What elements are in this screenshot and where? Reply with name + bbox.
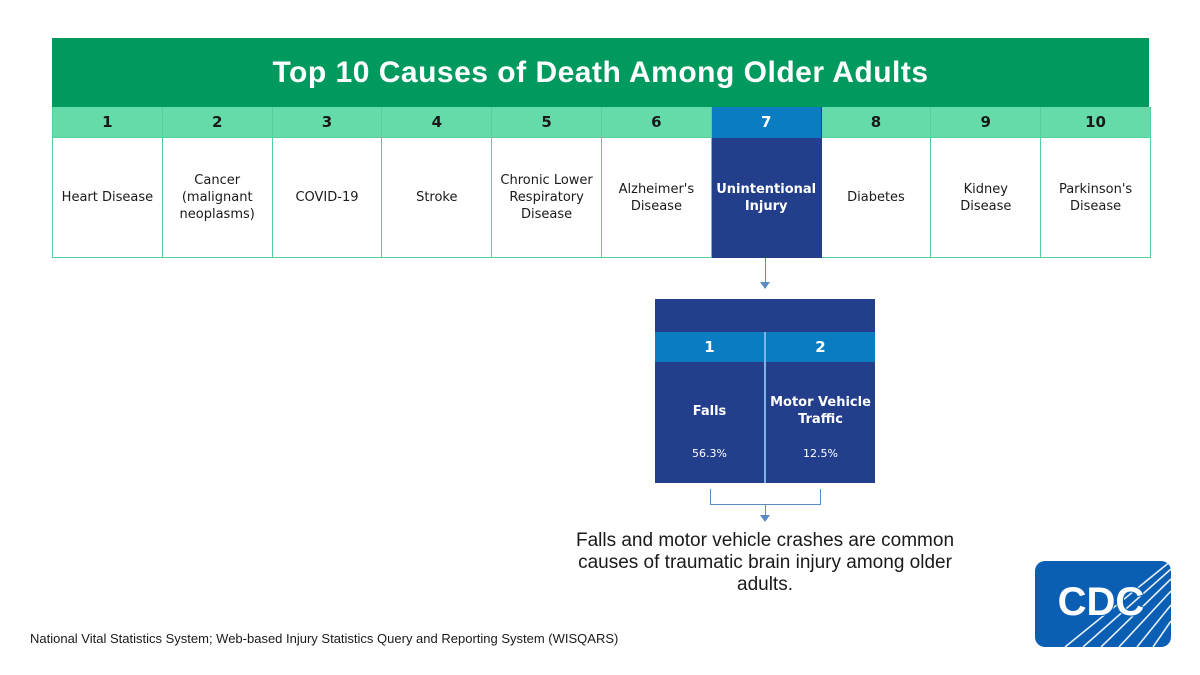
cause-column: 3 COVID-19 bbox=[272, 107, 383, 258]
breakdown-cells: Falls 56.3% Motor Vehicle Traffic 12.5% bbox=[655, 362, 875, 483]
cause-name: Chronic Lower Respiratory Disease bbox=[492, 138, 601, 258]
cause-rank: 4 bbox=[382, 107, 492, 138]
breakdown-name: Falls bbox=[692, 403, 727, 419]
cause-name: Parkinson's Disease bbox=[1041, 138, 1150, 258]
causes-grid: 1 Heart Disease 2 Cancer (malignant neop… bbox=[52, 107, 1151, 258]
breakdown-rank: 2 bbox=[815, 338, 826, 356]
breakdown-name: Motor Vehicle Traffic bbox=[770, 395, 871, 427]
cause-rank: 5 bbox=[492, 107, 601, 138]
cause-column: 10 Parkinson's Disease bbox=[1041, 107, 1151, 258]
breakdown-percent: 12.5% bbox=[803, 447, 838, 460]
cause-name: Unintentional Injury bbox=[711, 138, 821, 258]
cause-column: 1 Heart Disease bbox=[53, 107, 163, 258]
breakdown-ranks: 1 2 bbox=[655, 332, 875, 362]
cause-name: Diabetes bbox=[821, 138, 931, 258]
cause-rank: 1 bbox=[53, 107, 162, 138]
breakdown-rank: 1 bbox=[655, 332, 766, 362]
page-title: Top 10 Causes of Death Among Older Adult… bbox=[52, 38, 1149, 107]
breakdown-cell-motor-vehicle: Motor Vehicle Traffic 12.5% bbox=[766, 362, 875, 483]
cause-column: 2 Cancer (malignant neoplasms) bbox=[162, 107, 273, 258]
cdc-logo: CDC bbox=[1035, 561, 1171, 647]
breakdown-percent: 56.3% bbox=[692, 447, 727, 460]
injury-breakdown-box: 1 2 Falls 56.3% Motor Vehicle Traffic 12… bbox=[655, 299, 875, 483]
cause-name: Kidney Disease bbox=[931, 138, 1041, 258]
cause-column: 9 Kidney Disease bbox=[931, 107, 1042, 258]
source-citation: National Vital Statistics System; Web-ba… bbox=[30, 631, 619, 646]
cause-rank: 10 bbox=[1041, 107, 1150, 138]
cause-column: 6 Alzheimer's Disease bbox=[601, 107, 712, 258]
connector-line bbox=[765, 258, 766, 282]
svg-text:CDC: CDC bbox=[1058, 580, 1145, 624]
cause-column: 4 Stroke bbox=[382, 107, 493, 258]
cause-rank: 7 bbox=[711, 107, 821, 138]
cause-column: 8 Diabetes bbox=[821, 107, 932, 258]
cause-name: Cancer (malignant neoplasms) bbox=[162, 138, 272, 258]
bracket-left bbox=[710, 489, 711, 504]
summary-note: Falls and motor vehicle crashes are comm… bbox=[575, 530, 955, 595]
cause-column: 5 Chronic Lower Respiratory Disease bbox=[492, 107, 602, 258]
cause-name: Heart Disease bbox=[53, 138, 162, 258]
cause-name: Alzheimer's Disease bbox=[601, 138, 711, 258]
breakdown-header bbox=[655, 299, 875, 332]
cause-rank: 3 bbox=[272, 107, 382, 138]
bracket-stem bbox=[765, 504, 766, 515]
bracket-right bbox=[820, 489, 821, 504]
arrow-down-icon bbox=[760, 515, 770, 522]
breakdown-cell-falls: Falls 56.3% bbox=[655, 362, 766, 483]
cause-name: COVID-19 bbox=[272, 138, 382, 258]
cause-column-highlighted: 7 Unintentional Injury bbox=[711, 107, 822, 258]
cause-name: Stroke bbox=[382, 138, 492, 258]
arrow-down-icon bbox=[760, 282, 770, 289]
cause-rank: 2 bbox=[162, 107, 272, 138]
cause-rank: 8 bbox=[821, 107, 931, 138]
cause-rank: 6 bbox=[601, 107, 711, 138]
cause-rank: 9 bbox=[931, 107, 1041, 138]
